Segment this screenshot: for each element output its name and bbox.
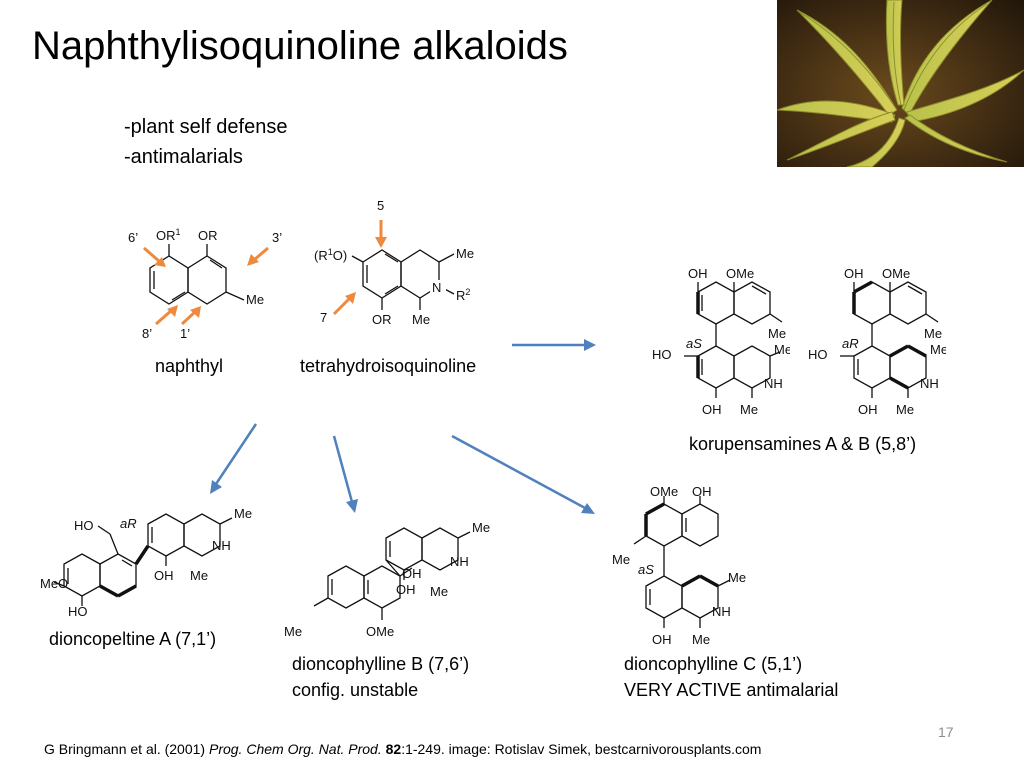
atom-me-top: Me	[456, 246, 474, 261]
atom-or: OR	[198, 228, 218, 243]
atom-n: N	[432, 280, 441, 295]
korupensamine-a-structure: OH OMe Me HO aS Me NH OH Me	[652, 266, 790, 417]
atom-oh: OH	[858, 402, 878, 417]
atom-nh: NH	[712, 604, 731, 619]
atom-or: OR	[372, 312, 392, 327]
atom-me: Me	[930, 342, 946, 357]
axial-descriptor: aS	[686, 336, 702, 351]
atom-me: Me	[692, 632, 710, 647]
tetrahydroisoquinoline-structure: (R1O) Me N R2 OR Me 5 7	[314, 198, 474, 327]
bullet-item: -antimalarials	[124, 146, 243, 168]
atom-ome: OMe	[366, 624, 394, 639]
atom-ho: HO	[808, 347, 828, 362]
atom-me: Me	[728, 570, 746, 585]
position-6: 6’	[128, 230, 138, 245]
naphthyl-label: naphthyl	[155, 356, 224, 376]
atom-me: Me	[740, 402, 758, 417]
slide-title: Naphthylisoquinoline alkaloids	[32, 24, 568, 68]
atom-me: Me	[768, 326, 786, 341]
atom-me-bot: Me	[412, 312, 430, 327]
atom-me: Me	[472, 520, 490, 535]
page-number: 17	[938, 724, 954, 740]
position-3: 3’	[272, 230, 282, 245]
naphthyl-bonds	[149, 244, 245, 305]
atom-ome: OMe	[650, 484, 678, 499]
atom-me: Me	[284, 624, 302, 639]
dioncophylline-c-caption: dioncophylline C (5,1’) VERY ACTIVE anti…	[624, 651, 838, 703]
position-1: 1’	[180, 326, 190, 341]
naphthyl-structure: OR1 OR Me 6’ 3’ 8’ 1’	[128, 227, 282, 341]
citation-rest: :1-249. image: Rotislav Simek, bestcarni…	[401, 741, 762, 757]
atom-oh: OH	[652, 632, 672, 647]
arrow-to-dioncophylline-c	[451, 434, 586, 510]
atom-me: Me	[430, 584, 448, 599]
arrowhead	[346, 499, 358, 513]
atom-me: Me	[246, 292, 264, 307]
korupensamines-caption: korupensamines A & B (5,8’)	[689, 434, 917, 454]
dioncopeltine-a-structure: HO aR MeO HO OH Me NH Me	[40, 506, 252, 619]
atom-oh: OH	[692, 484, 712, 499]
arrow-to-dioncopeltine	[214, 423, 258, 485]
citation-volume: 82	[385, 741, 402, 757]
atom-me: Me	[924, 326, 942, 341]
atom-oh: OH	[154, 568, 174, 583]
atom-r1o: (R1O)	[314, 247, 347, 263]
atom-meo: MeO	[40, 576, 68, 591]
orange-arrows	[332, 220, 387, 316]
bullet-list: -plant self defense -antimalarials	[124, 112, 287, 172]
arrowhead	[584, 339, 596, 351]
axial-descriptor: aS	[638, 562, 654, 577]
atom-oh: OH	[402, 566, 422, 581]
atom-r2: R2	[456, 287, 470, 303]
korupensamine-b-structure: OH OMe Me HO aR Me NH OH Me	[808, 266, 946, 417]
carnivorous-plant-photo	[777, 0, 1024, 167]
dioncophylline-b-structure: Me NH OH OH Me Me OMe	[284, 520, 490, 639]
caption-line: VERY ACTIVE antimalarial	[624, 680, 839, 700]
citation-journal: Prog. Chem Org. Nat. Prod.	[208, 741, 382, 757]
atom-ho: HO	[68, 604, 88, 619]
orange-arrows	[143, 246, 269, 326]
arrowhead	[581, 503, 595, 514]
axial-descriptor: aR	[842, 336, 859, 351]
atom-ho: HO	[74, 518, 94, 533]
atom-nh: NH	[450, 554, 469, 569]
bullet-item: -plant self defense	[124, 116, 288, 138]
dioncophylline-c-structure: OMe OH Me aS Me NH OH Me	[612, 484, 746, 647]
atom-nh: NH	[764, 376, 783, 391]
thiq-label: tetrahydroisoquinoline	[300, 356, 477, 376]
caption-line: dioncophylline C (5,1’)	[624, 654, 803, 674]
atom-or1: OR1	[156, 227, 181, 243]
atom-me: Me	[190, 568, 208, 583]
citation-authors: G Bringmann et al. (2001)	[44, 741, 209, 757]
dioncopeltine-a-caption: dioncopeltine A (7,1’)	[49, 629, 217, 649]
atom-me: Me	[896, 402, 914, 417]
atom-ho: HO	[652, 347, 672, 362]
atom-nh: NH	[920, 376, 939, 391]
position-5: 5	[377, 198, 384, 213]
atom-ome: OMe	[726, 266, 754, 281]
caption-line: dioncophylline B (7,6’)	[292, 654, 470, 674]
atom-me: Me	[612, 552, 630, 567]
citation: G Bringmann et al. (2001) Prog. Chem Org…	[44, 741, 761, 757]
atom-me: Me	[234, 506, 252, 521]
dioncophylline-b-caption: dioncophylline B (7,6’) config. unstable	[292, 651, 469, 703]
atom-oh: OH	[396, 582, 416, 597]
arrowhead	[210, 480, 222, 494]
atom-ome: OMe	[882, 266, 910, 281]
caption-line: config. unstable	[292, 680, 419, 700]
atom-me: Me	[774, 342, 790, 357]
atom-oh: OH	[702, 402, 722, 417]
position-8: 8’	[142, 326, 152, 341]
position-7: 7	[320, 310, 327, 325]
axial-descriptor: aR	[120, 516, 137, 531]
arrow-to-dioncophylline-b	[332, 435, 354, 503]
atom-nh: NH	[212, 538, 231, 553]
atom-oh: OH	[688, 266, 708, 281]
atom-oh: OH	[844, 266, 864, 281]
